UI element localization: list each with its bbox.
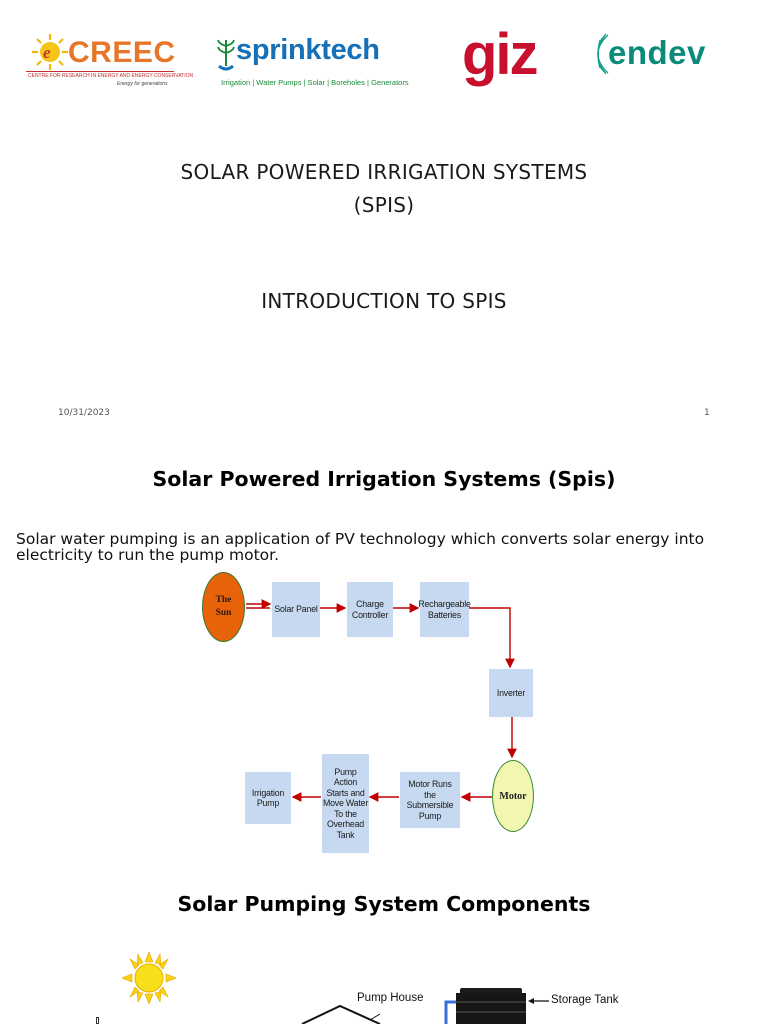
node-motor-label: Motor [499,790,527,802]
creec-sun-icon: e [32,34,68,70]
node-irrigation-pump-line2: Pump [256,798,280,808]
node-motor-runs-line3: Pump [418,810,442,821]
slide2-body: Solar water pumping is an application of… [16,530,705,564]
sun-icon [122,952,176,1004]
node-motor-runs-line1: Motor Runs [408,779,452,789]
svg-text:e: e [43,43,51,62]
creec-name: CREEC [68,36,176,69]
slide-subtitle: INTRODUCTION TO SPIS [261,289,507,313]
node-pump-action-line2: Starts and [326,787,365,798]
node-motor: Motor [492,760,534,832]
node-pump-action-line6: Tank [336,829,355,840]
arrow-batteries-to-inverter [469,607,515,669]
sprinktech-name: sprinktech [236,34,380,66]
node-inverter-label: Inverter [496,687,526,698]
node-inverter: Inverter [489,669,533,717]
slide2-heading: Solar Powered Irrigation Systems (Spis) [152,467,616,491]
storage-tank-arrow [528,998,549,1004]
pump-house-label: Pump House [357,992,424,1004]
node-charge-controller-line1: Charge [356,599,384,609]
creec-logo: e CREEC CENTRE FOR RESEARCH IN ENERGY AN… [22,30,193,92]
page-number: 1 [704,408,710,418]
node-motor-runs-line2: the Submersible [406,789,454,811]
storage-tank-label: Storage Tank [551,994,619,1006]
giz-logo: giz [462,26,552,92]
pump-house-roof [301,1004,381,1024]
node-batteries-line1: Rechargeable [418,599,471,609]
panel-edge-mark [96,1017,99,1024]
sprinkler-icon [217,39,235,71]
sprinktech-tagline: Irrigation | Water Pumps | Solar | Boreh… [221,78,409,87]
node-solar-panel: Solar Panel [272,582,320,637]
node-pump-action-line5: Overhead [326,819,365,830]
node-pump-action-line3: Move Water [322,798,369,809]
sprinktech-logo: sprinktech Irrigation | Water Pumps | So… [214,30,409,92]
endev-name: endev [608,34,706,71]
endev-logo: endev [586,30,736,92]
giz-name: giz [462,22,539,87]
slide3-heading: Solar Pumping System Components [177,892,591,916]
creec-rule [26,71,174,72]
node-sun-line2: Sun [215,608,232,618]
node-batteries-line2: Batteries [428,609,461,620]
slide-date: 10/31/2023 [58,408,110,418]
node-pump-action-line4: To the [334,808,357,819]
node-charge-controller-line2: Controller [351,609,389,620]
endev-swirl-icon [597,33,609,75]
node-pump-action-line1: Pump Action [333,766,358,788]
node-solar-panel-label: Solar Panel [274,604,318,615]
node-irrigation-pump-line1: Irrigation [251,787,285,798]
slide-title-line1: SOLAR POWERED IRRIGATION SYSTEMS [180,160,588,184]
creec-tagline: CENTRE FOR RESEARCH IN ENERGY AND ENERGY… [28,73,194,79]
storage-tank-icon [456,988,526,1024]
slide-title-line2: (SPIS) [353,193,415,217]
pipe [444,1000,458,1024]
node-sun-line1: The [215,595,232,605]
creec-subline: Energy for generations [117,81,168,87]
